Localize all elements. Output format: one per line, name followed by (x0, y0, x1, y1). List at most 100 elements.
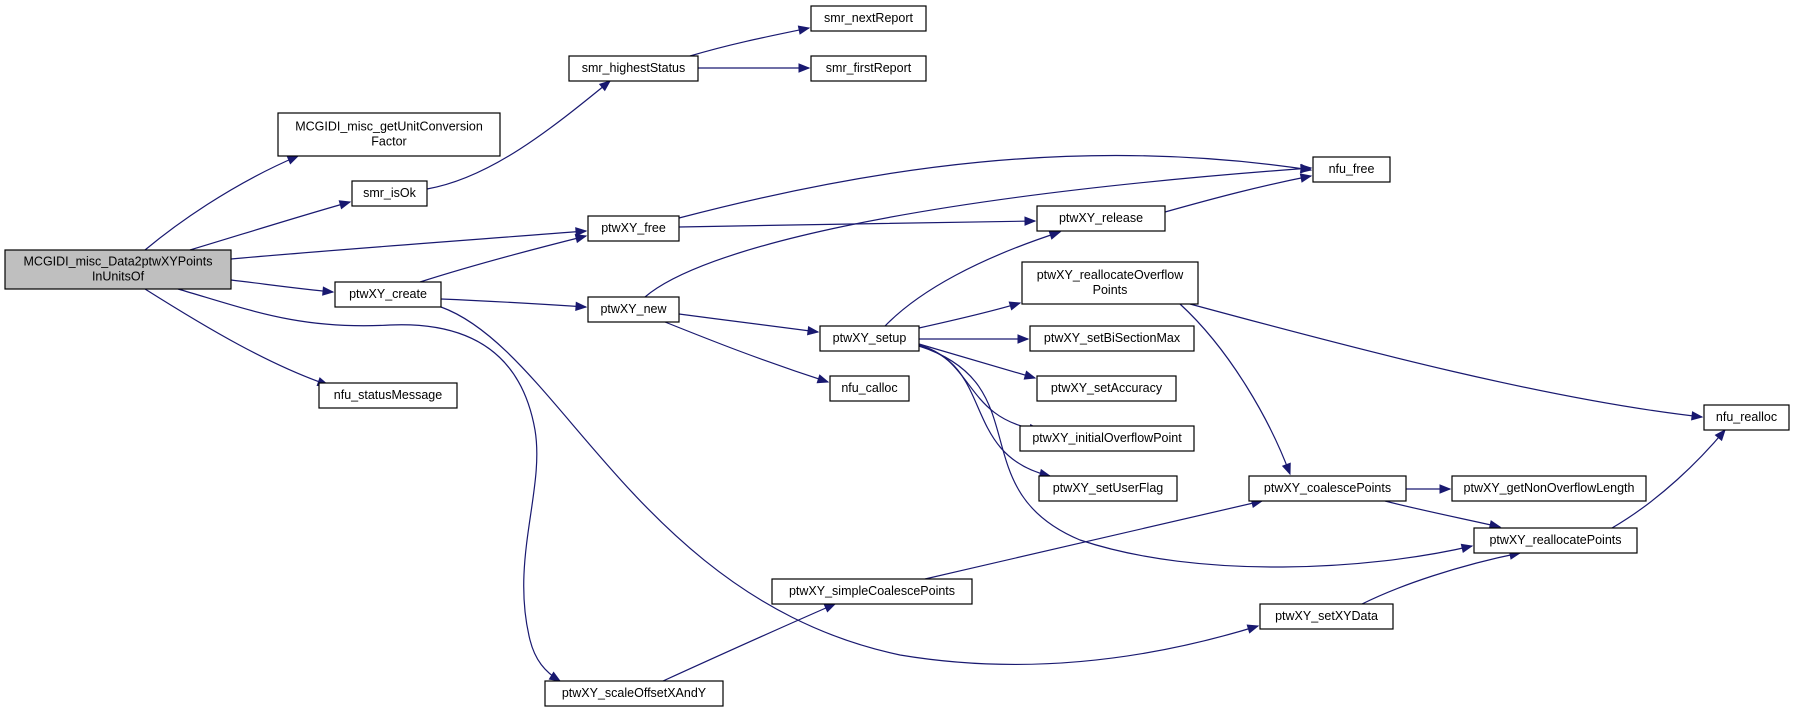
edge-line (230, 230, 587, 260)
node-ptwXY_reallocatePoints[interactable]: ptwXY_reallocatePoints (1473, 527, 1638, 554)
edge-arrowhead (798, 63, 811, 73)
edge-line (918, 343, 1036, 379)
edge-line (177, 288, 561, 682)
edge-line (1611, 429, 1726, 529)
edge-smr_highestStatus-to-smr_firstReport (698, 63, 811, 73)
node-ptwXY_simpleCoalescePoints[interactable]: ptwXY_simpleCoalescePoints (771, 578, 973, 605)
node-label: nfu_calloc (841, 381, 897, 395)
edge-line (426, 80, 611, 190)
node-label: ptwXY_getNonOverflowLength (1464, 481, 1635, 495)
edge-line (1384, 500, 1501, 528)
node-box (334, 281, 442, 308)
edge-ptwXY_setup-to-ptwXY_initialOverflowPoint (918, 344, 1042, 434)
node-smr_highestStatus[interactable]: smr_highestStatus (568, 55, 699, 82)
node-nfu_realloc[interactable]: nfu_realloc (1703, 404, 1790, 431)
node-ptwXY_setXYData[interactable]: ptwXY_setXYData (1259, 603, 1394, 630)
node-smr_isOk[interactable]: smr_isOk (351, 180, 428, 207)
node-nfu_free[interactable]: nfu_free (1312, 156, 1391, 183)
edge-line (189, 201, 351, 251)
node-ptwXY_new[interactable]: ptwXY_new (587, 296, 680, 323)
edge-arrowhead (1300, 164, 1313, 174)
node-box (587, 215, 680, 242)
node-label: nfu_statusMessage (334, 388, 442, 402)
node-label: ptwXY_reallocateOverflow (1037, 268, 1185, 282)
node-label: ptwXY_release (1059, 211, 1143, 225)
edge-arrowhead (574, 233, 588, 244)
edge-ptwXY_free-to-ptwXY_release (678, 216, 1037, 228)
edge-smr_isOk-to-smr_highestStatus (426, 80, 612, 190)
edge-arrowhead (1023, 370, 1037, 380)
node-label: ptwXY_free (601, 221, 666, 235)
edge-root-to-ptwXY_free (230, 227, 588, 260)
edge-line (230, 279, 334, 293)
node-ptwXY_setUserFlag[interactable]: ptwXY_setUserFlag (1038, 475, 1178, 502)
node-box (1312, 156, 1391, 183)
edge-ptwXY_setup-to-ptwXY_reallocatePoints (918, 345, 1474, 568)
edge-ptwXY_setXYData-to-ptwXY_reallocatePoints (1361, 550, 1522, 605)
edge-arrowhead (1048, 230, 1062, 240)
edge-line (144, 288, 329, 386)
edge-ptwXY_coalescePoints-to-ptwXY_reallocatePoints (1384, 500, 1502, 530)
node-ptwXY_scaleOffsetXAndY[interactable]: ptwXY_scaleOffsetXAndY (544, 680, 724, 707)
node-box (1703, 404, 1790, 431)
node-label: ptwXY_reallocatePoints (1489, 533, 1621, 547)
edge-ptwXY_reallocatePoints-to-nfu_realloc (1611, 428, 1726, 529)
node-ptwXY_setAccuracy[interactable]: ptwXY_setAccuracy (1036, 375, 1177, 402)
edge-arrowhead (1439, 484, 1452, 494)
edge-arrowhead (1017, 334, 1030, 344)
edge-arrowhead (548, 671, 562, 682)
node-label: smr_firstReport (826, 61, 912, 75)
edge-root-to-nfu_statusMessage (144, 288, 330, 387)
edge-arrowhead (1460, 543, 1474, 553)
node-box (1036, 375, 1177, 402)
edge-line (1164, 175, 1312, 213)
edge-ptwXY_new-to-nfu_free (644, 164, 1313, 298)
edge-line (419, 235, 587, 283)
node-ptwXY_create[interactable]: ptwXY_create (334, 281, 442, 308)
edge-arrowhead (1299, 173, 1313, 183)
node-box (1021, 261, 1199, 305)
edge-ptwXY_reallocateOverflowPoints-to-nfu_realloc (1189, 303, 1704, 421)
edge-ptwXY_reallocateOverflowPoints-to-ptwXY_coalescePoints (1179, 303, 1291, 476)
node-smr_firstReport[interactable]: smr_firstReport (810, 55, 927, 82)
node-ptwXY_release[interactable]: ptwXY_release (1036, 205, 1166, 232)
node-label: ptwXY_setAccuracy (1051, 381, 1163, 395)
node-box (819, 325, 920, 352)
node-ptwXY_free[interactable]: ptwXY_free (587, 215, 680, 242)
edge-ptwXY_free-to-nfu_free (678, 154, 1313, 219)
edge-line (144, 155, 299, 251)
node-label: Points (1093, 283, 1128, 297)
node-box (351, 180, 428, 207)
node-box (810, 55, 927, 82)
node-box (1019, 425, 1195, 452)
node-ptwXY_setup[interactable]: ptwXY_setup (819, 325, 920, 352)
node-box (829, 375, 910, 402)
edge-ptwXY_new-to-nfu_calloc (664, 321, 830, 384)
node-nfu_calloc[interactable]: nfu_calloc (829, 375, 910, 402)
edge-root-to-smr_isOk (189, 200, 352, 251)
edge-line (440, 298, 587, 308)
node-box (277, 112, 501, 157)
node-ptwXY_setBiSectionMax[interactable]: ptwXY_setBiSectionMax (1029, 325, 1195, 352)
node-ptwXY_initialOverflowPoint[interactable]: ptwXY_initialOverflowPoint (1019, 425, 1195, 452)
edge-ptwXY_create-to-ptwXY_setXYData (440, 306, 1260, 665)
node-label: smr_nextReport (824, 11, 913, 25)
edge-arrowhead (575, 227, 588, 237)
node-smr_nextReport[interactable]: smr_nextReport (810, 5, 927, 32)
node-label: MCGIDI_misc_Data2ptwXYPoints (24, 254, 213, 268)
node-ptwXY_getNonOverflowLength[interactable]: ptwXY_getNonOverflowLength (1451, 475, 1647, 502)
edge-arrowhead (322, 286, 335, 296)
edge-ptwXY_new-to-ptwXY_setup (678, 313, 820, 336)
edge-line (1361, 552, 1521, 605)
node-ptwXY_coalescePoints[interactable]: ptwXY_coalescePoints (1248, 475, 1407, 502)
node-box (1248, 475, 1407, 502)
edge-line (678, 154, 1312, 219)
edge-line (662, 603, 836, 682)
node-label: nfu_realloc (1716, 410, 1777, 424)
node-nfu_statusMessage[interactable]: nfu_statusMessage (318, 382, 458, 409)
node-label: ptwXY_setUserFlag (1053, 481, 1164, 495)
node-box (810, 5, 927, 32)
